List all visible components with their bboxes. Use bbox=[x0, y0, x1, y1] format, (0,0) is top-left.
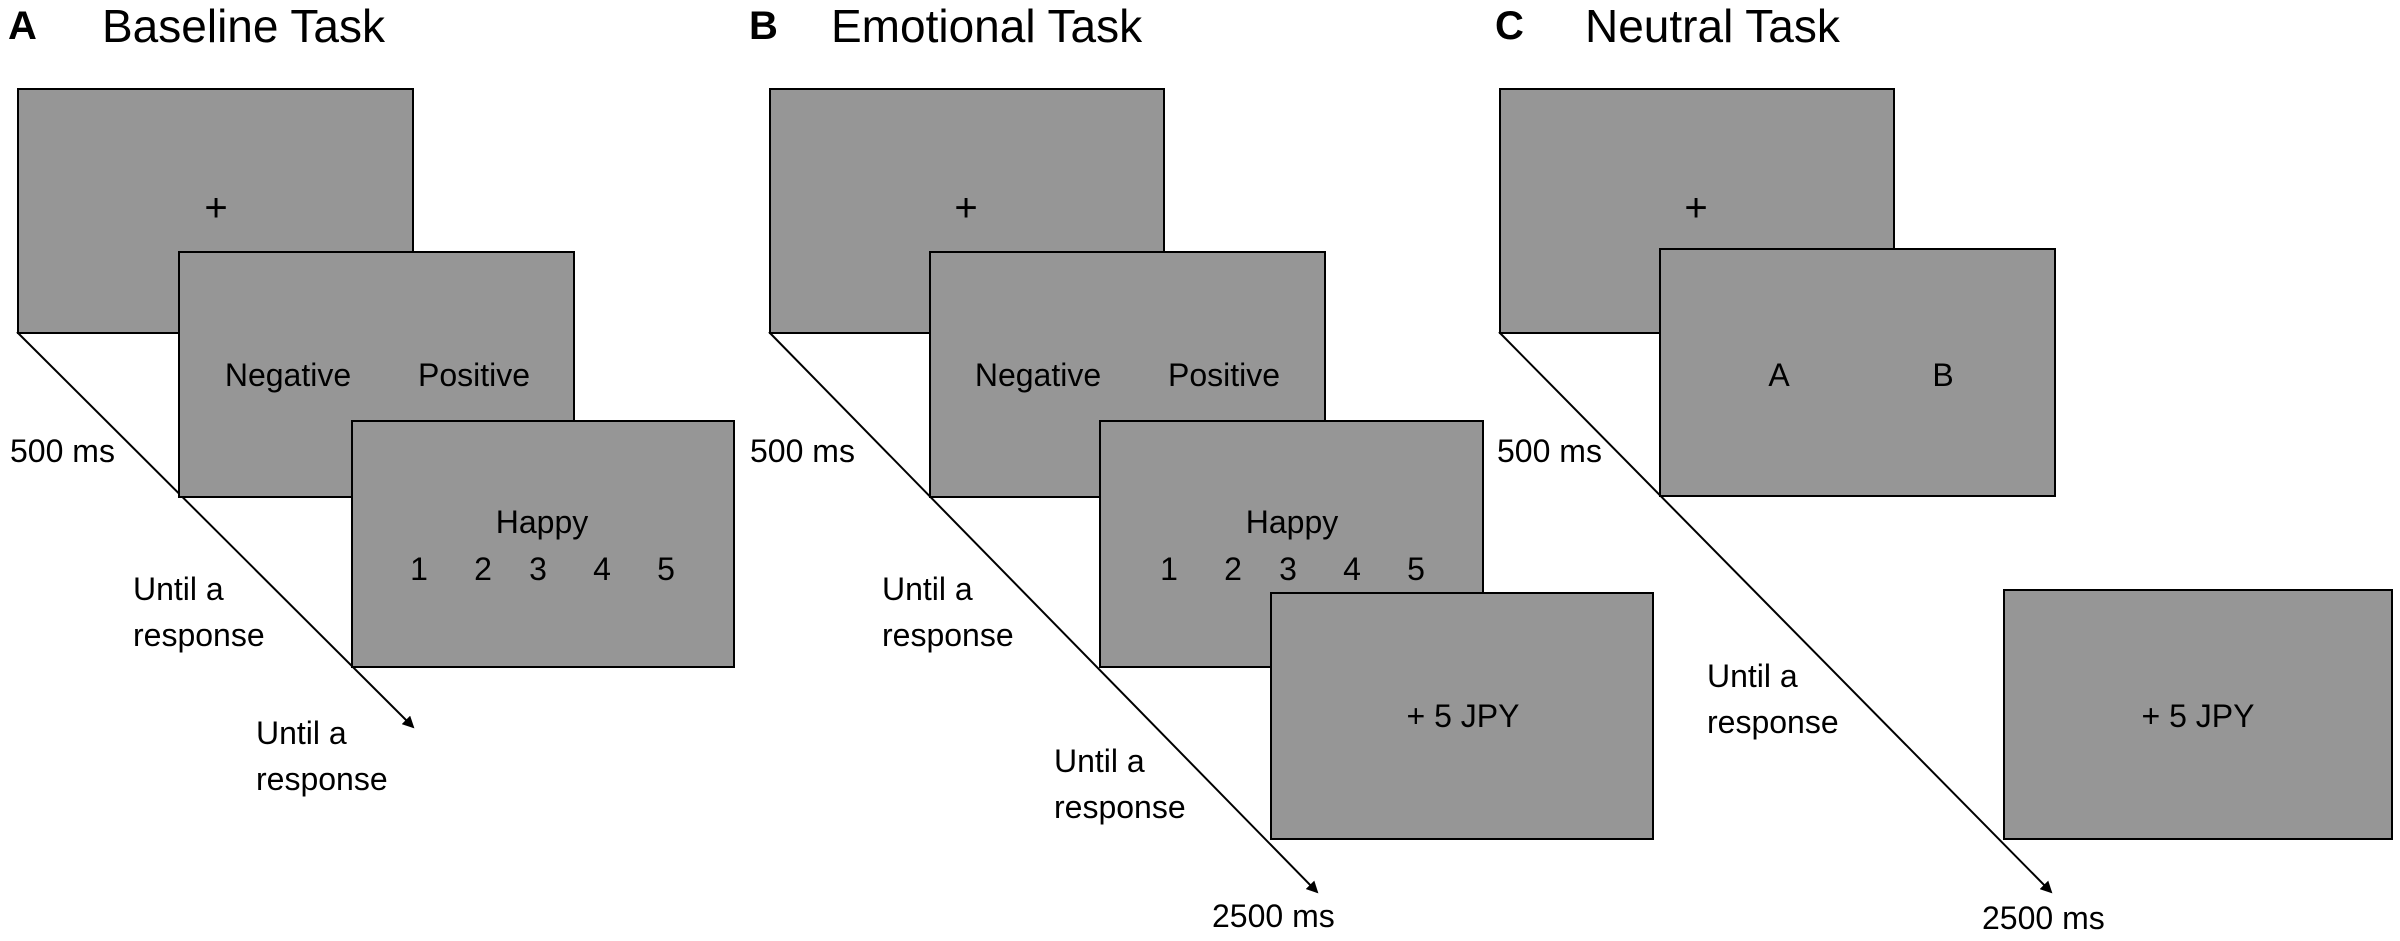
timing-label-reward: 2500 ms bbox=[1982, 900, 2105, 936]
timing-label-choice: Until a response bbox=[133, 571, 265, 653]
timing-label-rating: Until a response bbox=[256, 715, 388, 797]
panel-title-c: Neutral Task bbox=[1585, 0, 1840, 52]
timeline-arrow-a bbox=[16, 331, 415, 729]
choice-screen: A B bbox=[1659, 248, 2056, 497]
timeline-arrow-c bbox=[1498, 331, 2053, 894]
fixation-cross: + bbox=[954, 186, 978, 230]
timing-label-fixation: 500 ms bbox=[1497, 433, 1602, 469]
timing-label-choice: Until a response bbox=[882, 571, 1014, 653]
panel-letter-b: B bbox=[749, 4, 778, 48]
timing-label-choice: Until a response bbox=[1707, 658, 1839, 740]
rating-scale-4: 4 bbox=[1343, 551, 1361, 587]
timeline-arrow-b bbox=[768, 331, 1319, 894]
choice-right-label: B bbox=[1932, 357, 1954, 393]
rating-word: Happy bbox=[1245, 504, 1339, 540]
timing-label-fixation: 500 ms bbox=[750, 433, 855, 469]
panel-title-b: Emotional Task bbox=[831, 0, 1143, 52]
timing-label-fixation: 500 ms bbox=[10, 433, 115, 469]
reward-screen: + 5 JPY bbox=[2003, 589, 2393, 840]
choice-right-label: Positive bbox=[1167, 357, 1281, 393]
rating-scale-3: 3 bbox=[529, 551, 547, 587]
choice-right-label: Positive bbox=[417, 357, 531, 393]
rating-scale-2: 2 bbox=[474, 551, 492, 587]
rating-scale-5: 5 bbox=[657, 551, 675, 587]
rating-scale-4: 4 bbox=[593, 551, 611, 587]
reward-text: + 5 JPY bbox=[2141, 698, 2255, 734]
fixation-cross: + bbox=[1684, 186, 1708, 230]
choice-left-label: A bbox=[1768, 357, 1790, 393]
choice-left-label: Negative bbox=[224, 357, 352, 393]
rating-screen: Happy 1 2 3 4 5 bbox=[351, 420, 735, 668]
panel-emotional-task: B Emotional Task + Negative Positive Hap… bbox=[749, 0, 1654, 937]
panel-letter-a: A bbox=[8, 4, 37, 48]
timing-label-reward: 2500 ms bbox=[1212, 898, 1335, 934]
reward-text: + 5 JPY bbox=[1406, 698, 1520, 734]
panel-letter-c: C bbox=[1495, 4, 1524, 48]
rating-scale-2: 2 bbox=[1224, 551, 1242, 587]
panel-neutral-task: C Neutral Task + A B + 5 JPY 500 ms Unti… bbox=[1481, 0, 2400, 937]
rating-scale-5: 5 bbox=[1407, 551, 1425, 587]
reward-screen: + 5 JPY bbox=[1270, 592, 1654, 840]
rating-scale-1: 1 bbox=[410, 551, 428, 587]
panel-title-a: Baseline Task bbox=[102, 0, 385, 52]
fixation-cross: + bbox=[204, 186, 228, 230]
rating-word: Happy bbox=[495, 504, 589, 540]
rating-scale-1: 1 bbox=[1160, 551, 1178, 587]
choice-left-label: Negative bbox=[974, 357, 1102, 393]
timing-label-rating: Until a response bbox=[1054, 743, 1186, 825]
panel-baseline-task: A Baseline Task + Negative Positive Happ… bbox=[0, 0, 740, 937]
rating-scale-3: 3 bbox=[1279, 551, 1297, 587]
